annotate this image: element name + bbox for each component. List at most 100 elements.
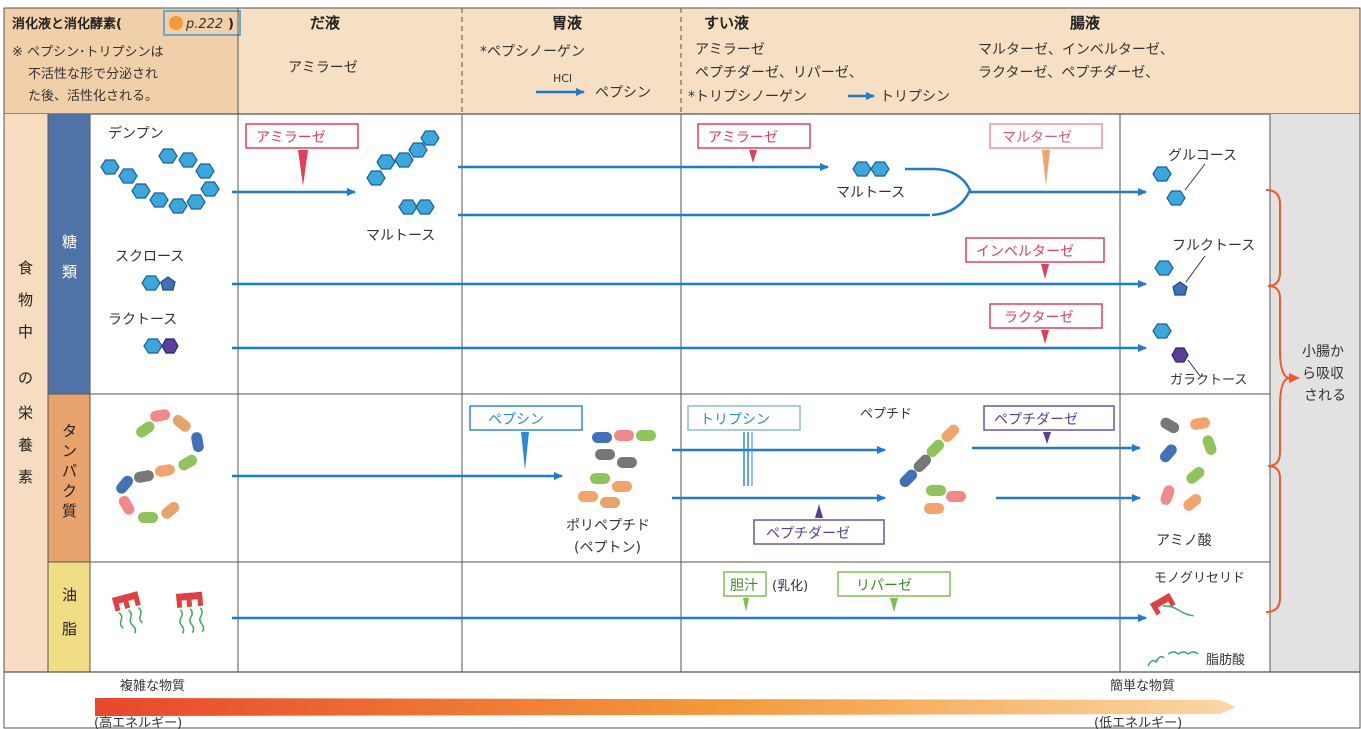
protein-chain <box>116 409 204 523</box>
high-energy-label: (高エネルギー) <box>94 715 182 729</box>
daeki-title: だ液 <box>310 14 341 32</box>
food-char: 養 <box>18 436 33 454</box>
suieki-title: すい液 <box>704 14 750 32</box>
suieki-line3a: *トリプシノーゲン <box>688 89 807 105</box>
page-ref-box <box>163 10 241 36</box>
lactose-molecule <box>143 338 179 354</box>
svg-text:リパーゼ: リパーゼ <box>856 578 912 594</box>
starch-label: デンプン <box>108 125 164 142</box>
svg-text:アミラーゼ: アミラーゼ <box>256 130 326 146</box>
food-char: 中 <box>18 323 33 341</box>
header-left-cell <box>4 8 238 114</box>
absorption-line2: ら吸収 <box>1302 366 1344 382</box>
daeki-enzyme: アミラーゼ <box>288 60 358 76</box>
fructose-label: フルクトース <box>1172 238 1255 254</box>
simple-label: 簡単な物質 <box>1110 678 1175 694</box>
enzyme-maltase: マルターゼ <box>989 123 1103 186</box>
svg-text:インベルターゼ: インベルターゼ <box>976 244 1074 260</box>
food-char: の <box>18 369 33 387</box>
svg-text:ペプチダーゼ: ペプチダーゼ <box>766 526 850 542</box>
protein-char: タ <box>62 422 77 440</box>
merge-curve <box>905 167 972 217</box>
header-note-2: 不活性な形で分泌され <box>28 67 158 82</box>
digested-starch-fragments <box>366 130 440 215</box>
carb-char: 糖 <box>62 233 77 251</box>
ieki-title: 胃液 <box>552 14 583 32</box>
peptone-label: (ペプトン) <box>574 540 641 556</box>
low-energy-label: (低エネルギー) <box>1094 716 1182 729</box>
fat-char: 油 <box>62 586 77 604</box>
page-ref-icon <box>169 16 183 30</box>
polypeptide-label: ポリペプチド <box>566 518 650 534</box>
absorption-line3: される <box>1304 388 1346 404</box>
header-note-1: ※ ペプシン･トリプシンは <box>12 45 164 60</box>
enzyme-amylase-pancreas: アミラーゼ <box>697 123 811 163</box>
ieki-precursor: *ペプシノーゲン <box>480 44 585 60</box>
enzyme-lipase: リパーゼ <box>837 571 951 612</box>
complex-label: 複雑な物質 <box>120 678 185 694</box>
suieki-line1: アミラーゼ <box>695 42 765 58</box>
protein-label: タ ン パ ク 質 <box>62 422 77 520</box>
glucose-label: グルコース <box>1168 148 1237 164</box>
emulsify-label: (乳化) <box>772 579 808 594</box>
header-note-3: た後、活性化される。 <box>28 89 158 104</box>
monoglyceride-molecule <box>1150 593 1194 617</box>
amino-acid-label: アミノ酸 <box>1156 533 1212 549</box>
food-nutrients-label: 食 物 中 の 栄 養 素 <box>18 259 33 486</box>
fatty-acid-label: 脂肪酸 <box>1206 652 1245 668</box>
page-ref[interactable]: p.222 <box>185 17 223 32</box>
galactose-label: ガラクトース <box>1170 373 1247 388</box>
svg-text:アミラーゼ: アミラーゼ <box>708 130 778 146</box>
outer-band <box>4 114 48 672</box>
absorption-panel <box>1270 114 1360 672</box>
fructose-molecule <box>1154 260 1188 296</box>
choueki-title: 腸液 <box>1070 14 1101 32</box>
ieki-hcl: HCl <box>553 72 572 85</box>
ieki-product: ペプシン <box>595 85 651 101</box>
enzyme-trypsin: トリプシン <box>687 405 801 486</box>
enzyme-peptidase-pancreas: ペプチダーゼ <box>753 504 885 545</box>
maltose-right-label: マルトース <box>836 185 905 201</box>
protein-char: ン <box>62 442 77 460</box>
svg-text:胆汁: 胆汁 <box>730 578 758 594</box>
fat-label: 油 脂 <box>62 586 77 638</box>
starch-molecule <box>100 148 220 214</box>
header-title: 消化液と消化酵素( <box>12 16 122 32</box>
monoglyceride-label: モノグリセリド <box>1154 571 1245 586</box>
enzyme-amylase-saliva: アミラーゼ <box>245 123 359 186</box>
header-title-close: ) <box>228 17 234 32</box>
protein-char: ク <box>62 482 77 500</box>
maltose-mid-label: マルトース <box>366 228 435 244</box>
carbohydrates-label: 糖 類 <box>62 233 77 281</box>
polypeptide-molecule <box>578 430 656 508</box>
carb-band <box>48 114 90 394</box>
glucose-molecule <box>1152 166 1186 206</box>
maltose-right-molecule <box>852 161 890 177</box>
sucrose-label: スクロース <box>115 249 184 265</box>
svg-text:ペプシン: ペプシン <box>488 412 544 428</box>
fat-band <box>48 562 90 672</box>
enzyme-lactase: ラクターゼ <box>989 303 1103 344</box>
enzyme-peptidase-intestine: ペプチダーゼ <box>983 405 1115 444</box>
amino-acid-molecules <box>1159 417 1217 511</box>
fatty-acid-molecule <box>1147 651 1199 667</box>
protein-char: 質 <box>62 502 77 520</box>
svg-text:ペプチダーゼ: ペプチダーゼ <box>994 412 1078 428</box>
svg-text:ラクターゼ: ラクターゼ <box>1004 310 1073 326</box>
peptide-molecules <box>899 424 966 514</box>
lactose-label: ラクトース <box>108 312 177 328</box>
protein-char: パ <box>62 462 77 480</box>
choueki-line1: マルターゼ、インベルターゼ、 <box>978 42 1174 58</box>
food-char: 素 <box>18 468 33 486</box>
protein-band <box>48 394 90 562</box>
svg-text:トリプシン: トリプシン <box>700 412 770 428</box>
suieki-line2: ペプチダーゼ、リパーゼ、 <box>695 65 863 81</box>
fat-molecules <box>112 591 205 634</box>
sucrose-molecule <box>141 275 176 291</box>
food-char: 物 <box>18 291 33 309</box>
enzyme-bile: 胆汁 <box>723 571 767 612</box>
absorption-line1: 小腸か <box>1302 344 1344 360</box>
food-char: 栄 <box>18 404 33 422</box>
galactose-molecule <box>1152 323 1189 363</box>
